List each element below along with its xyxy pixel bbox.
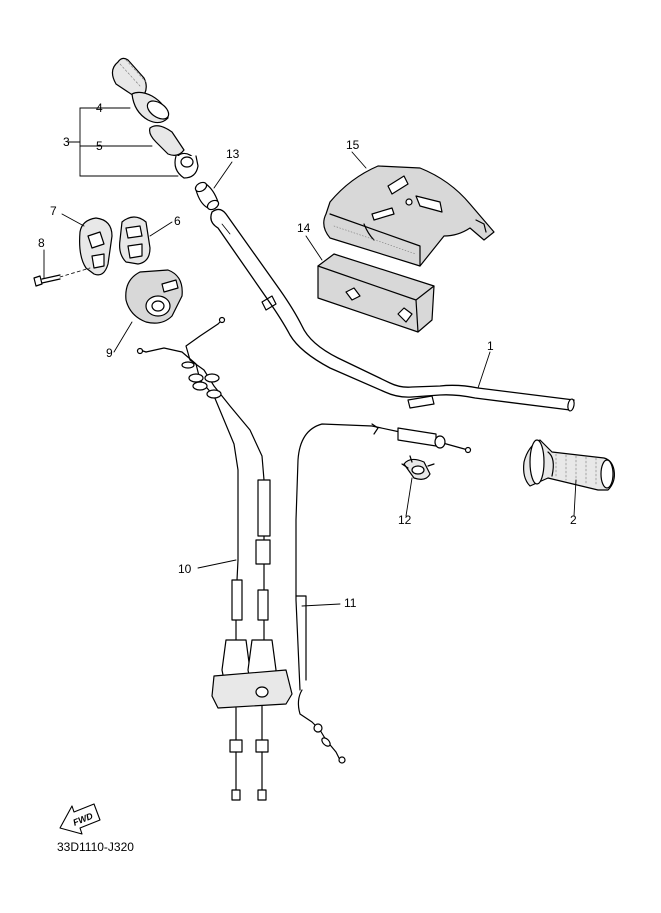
grip-left-drawing: [111, 57, 170, 124]
part-label-3: 3: [63, 135, 70, 149]
part-label-5: 5: [96, 139, 103, 153]
part-label-1: 1: [487, 339, 494, 353]
throttle-housing-half-b-drawing: [79, 217, 113, 276]
fwd-arrow: FWD: [59, 803, 101, 835]
collar-drawing: [194, 181, 220, 211]
throttle-housing-half-a-drawing: [119, 216, 151, 265]
part-label-12: 12: [398, 513, 412, 527]
adjuster-drawing: [401, 455, 435, 480]
part-label-8: 8: [38, 236, 45, 250]
grip-right-drawing: [523, 439, 615, 491]
handlebar-drawing: [210, 208, 575, 412]
part-label-10: 10: [178, 562, 192, 576]
pad-cover-drawing: [323, 165, 495, 267]
part-label-13: 13: [226, 147, 240, 161]
throttle-grip-drawing: [149, 125, 199, 179]
throttle-cable-drawing: [136, 316, 293, 801]
part-label-11: 11: [344, 596, 357, 610]
part-label-15: 15: [346, 138, 360, 152]
clutch-cable-drawing: [295, 423, 472, 764]
handlebar-pad-drawing: [317, 253, 435, 333]
leader-lines: [43, 107, 577, 607]
screw-drawing: [33, 267, 91, 287]
part-label-4: 4: [96, 101, 103, 115]
throttle-cap-drawing: [125, 269, 183, 324]
part-label-2: 2: [570, 513, 577, 527]
part-label-14: 14: [297, 221, 311, 235]
part-label-6: 6: [174, 214, 181, 228]
part-label-9: 9: [106, 346, 113, 360]
diagram-code: 33D1110-J320: [57, 840, 134, 854]
part-label-7: 7: [50, 204, 57, 218]
